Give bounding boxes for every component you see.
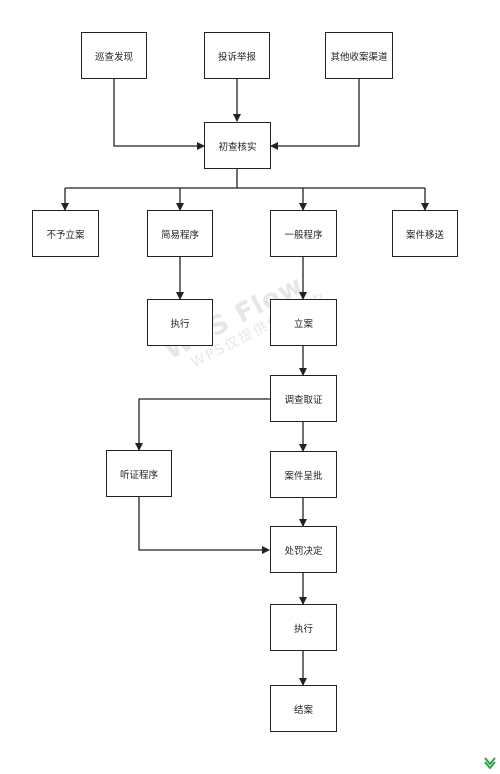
node-general-procedure[interactable]: 一般程序	[270, 210, 337, 257]
node-file-case-label: 立案	[293, 318, 313, 330]
node-other-channels-label: 其他收案渠道	[330, 51, 388, 63]
node-close-case-label: 结案	[293, 704, 313, 716]
node-case-approval[interactable]: 案件呈批	[270, 451, 337, 498]
node-no-case[interactable]: 不予立案	[32, 210, 99, 257]
node-simple-procedure-label: 简易程序	[160, 229, 199, 241]
node-general-procedure-label: 一般程序	[284, 229, 323, 241]
node-initial-check-label: 初查核实	[218, 141, 257, 153]
node-investigate-label: 调查取证	[284, 394, 323, 406]
node-complaint[interactable]: 投诉举报	[204, 32, 270, 79]
node-case-transfer-label: 案件移送	[405, 229, 444, 241]
node-execute[interactable]: 执行	[270, 604, 337, 651]
connector-other-to-check	[270, 79, 360, 150]
node-case-approval-label: 案件呈批	[284, 470, 323, 482]
node-complaint-label: 投诉举报	[217, 51, 256, 63]
node-hearing[interactable]: 听证程序	[106, 450, 172, 497]
connector-check-branch	[65, 169, 425, 189]
connector-investigate-to-hearing	[135, 398, 270, 451]
node-hearing-label: 听证程序	[119, 469, 158, 481]
node-patrol-label: 巡查发现	[94, 51, 133, 63]
node-file-case[interactable]: 立案	[270, 299, 337, 346]
node-patrol[interactable]: 巡查发现	[81, 32, 147, 79]
node-close-case[interactable]: 结案	[270, 685, 337, 732]
node-simple-execute[interactable]: 执行	[147, 299, 213, 346]
connector-hearing-to-decision	[138, 497, 270, 554]
connector-patrol-to-check	[113, 79, 205, 150]
node-investigate[interactable]: 调查取证	[270, 375, 337, 422]
wps-logo-icon	[484, 757, 496, 769]
node-no-case-label: 不予立案	[46, 229, 85, 241]
node-initial-check[interactable]: 初查核实	[204, 122, 271, 169]
node-simple-procedure[interactable]: 简易程序	[147, 210, 213, 257]
node-simple-execute-label: 执行	[170, 318, 190, 330]
node-penalty-decision[interactable]: 处罚决定	[270, 526, 337, 573]
node-other-channels[interactable]: 其他收案渠道	[325, 32, 393, 79]
node-execute-label: 执行	[293, 623, 313, 635]
node-case-transfer[interactable]: 案件移送	[392, 210, 458, 257]
node-penalty-decision-label: 处罚决定	[284, 545, 323, 557]
